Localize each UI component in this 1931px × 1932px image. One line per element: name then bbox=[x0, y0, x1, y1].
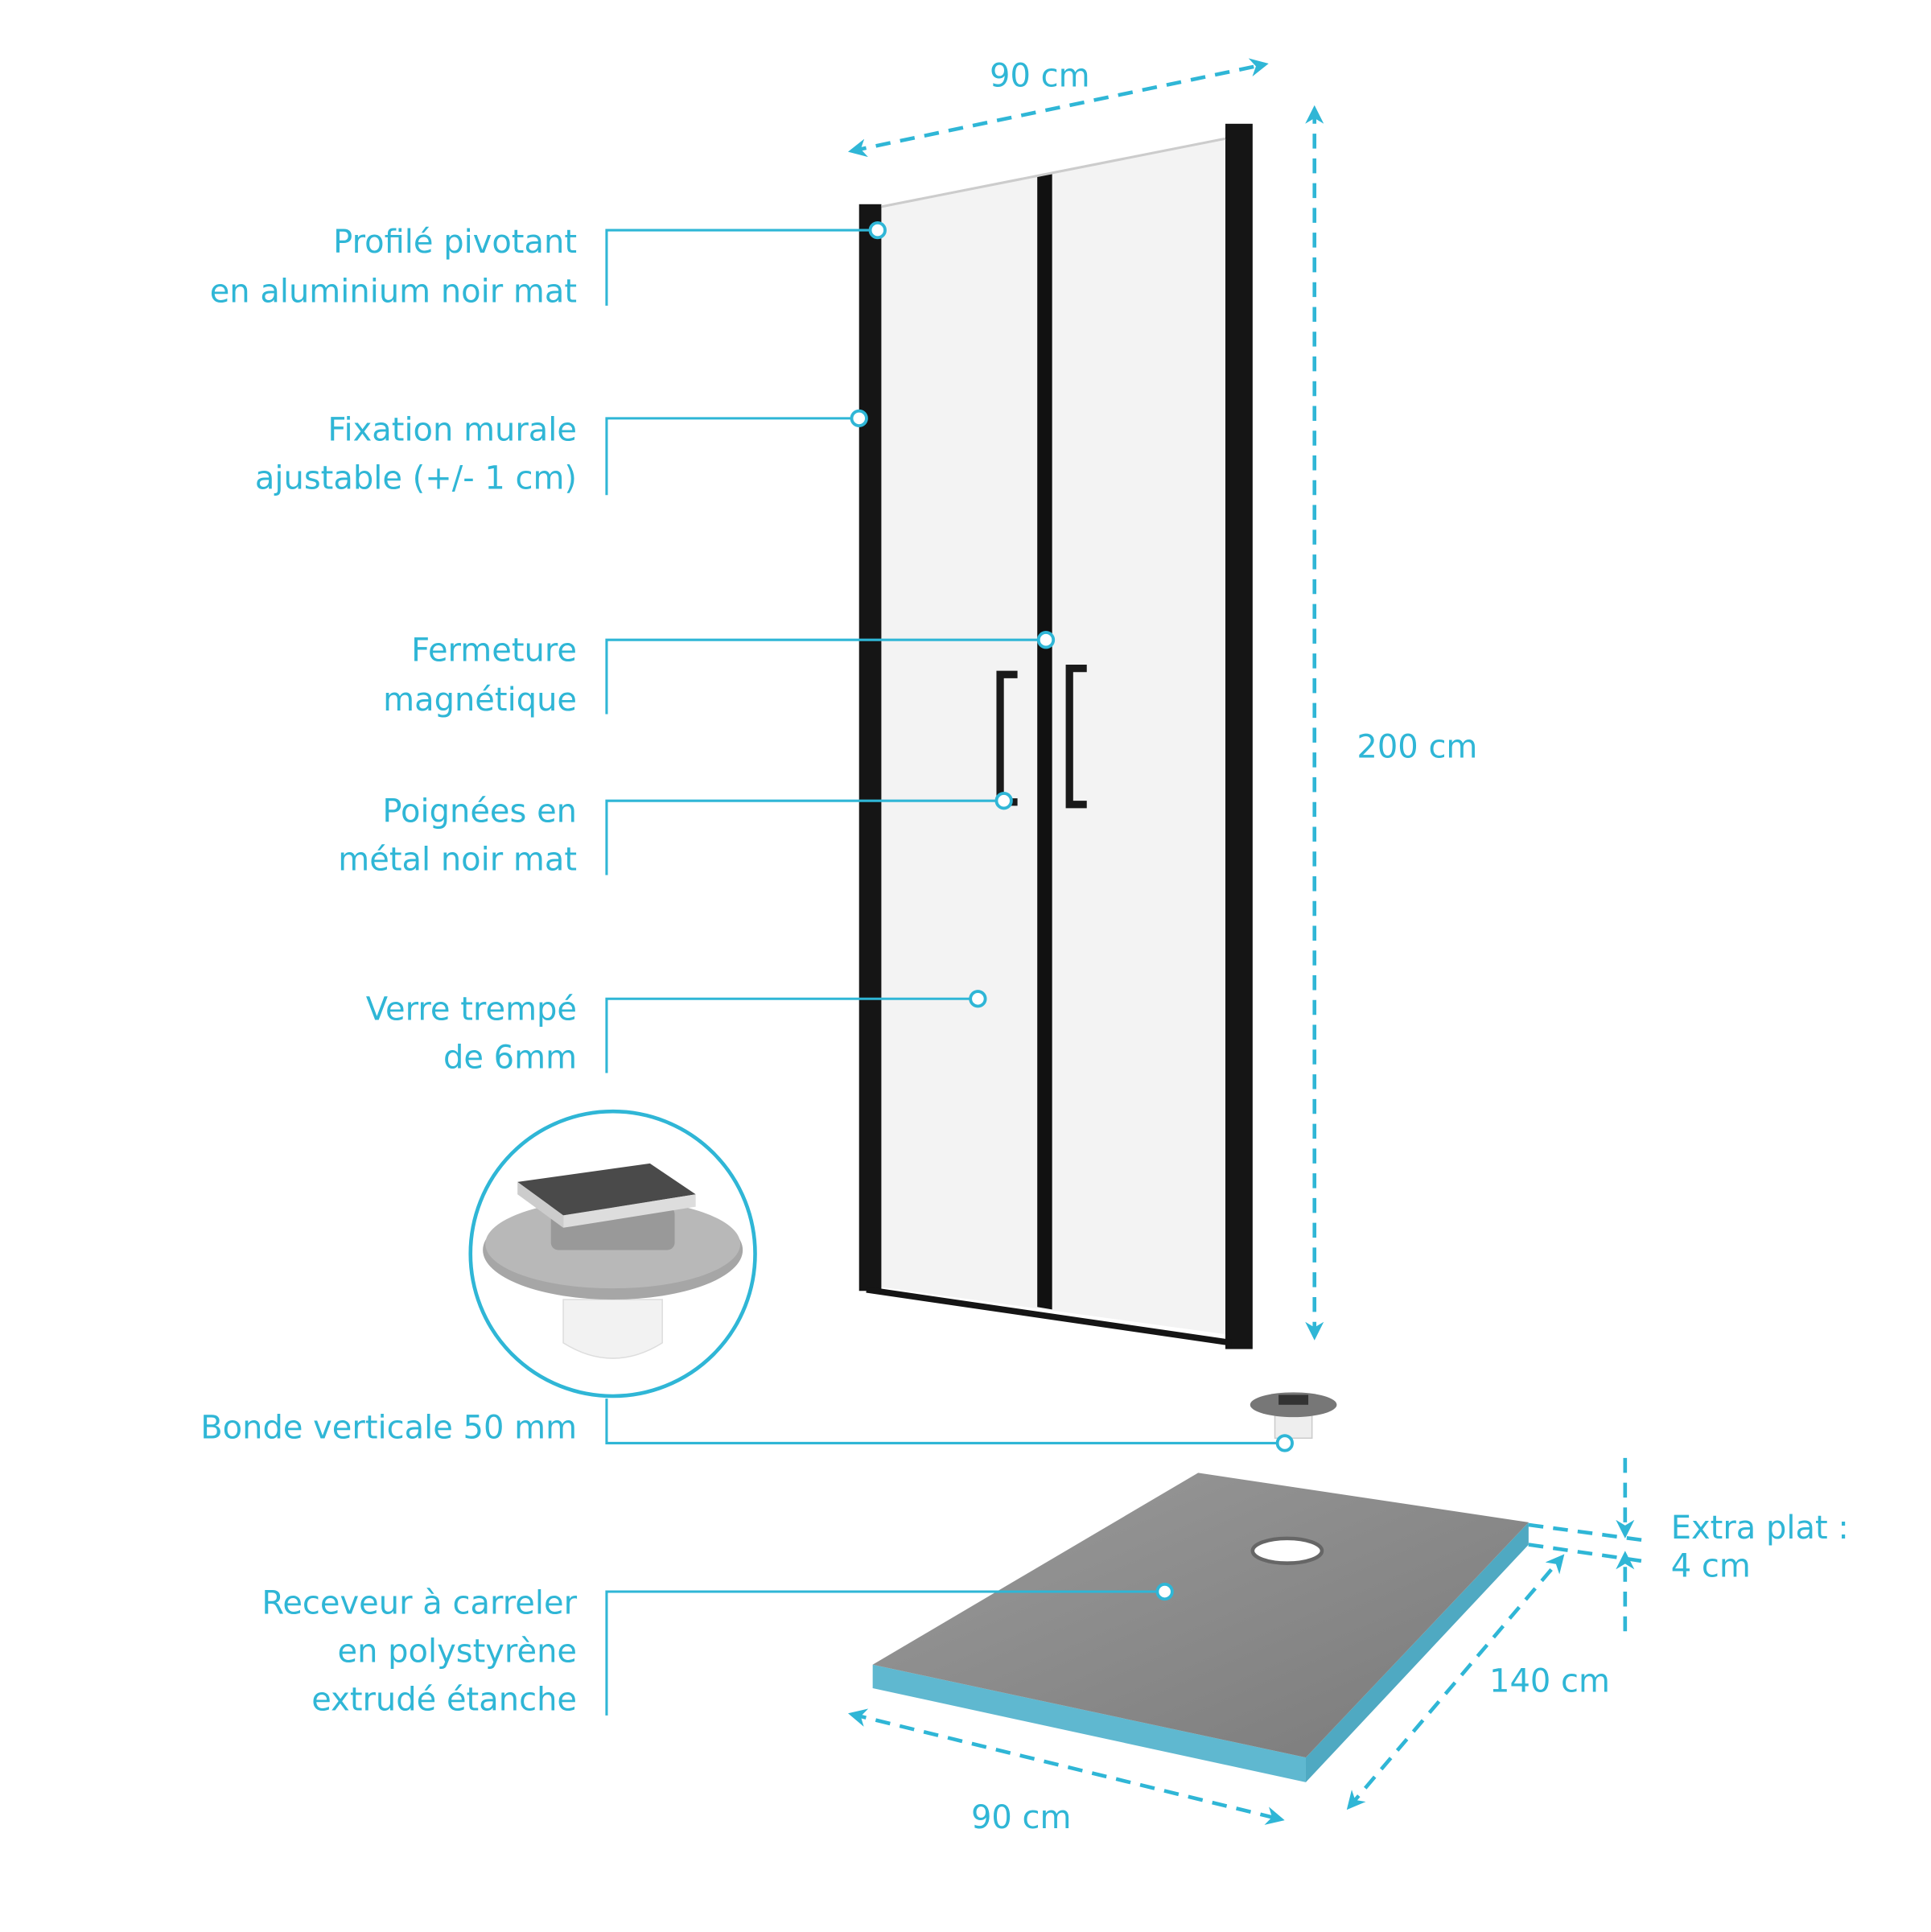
dimensions: 90 cm 200 cm 90 cm 140 cm Extra plat : 4… bbox=[847, 58, 1849, 1836]
callout-text: Fixation murale bbox=[327, 412, 577, 449]
door-height-label: 200 cm bbox=[1357, 728, 1477, 765]
glass-panel bbox=[881, 138, 1226, 1335]
callout-closure: Fermeture magnétique bbox=[383, 631, 1056, 719]
shower-tray bbox=[872, 1473, 1529, 1782]
thickness-label-2: 4 cm bbox=[1671, 1548, 1751, 1585]
center-profile bbox=[1037, 173, 1052, 1310]
callout-text: en polystyrène bbox=[337, 1633, 577, 1670]
tray-top bbox=[872, 1473, 1529, 1758]
callout-text: métal noir mat bbox=[338, 841, 577, 878]
callout-text: Fermeture bbox=[411, 632, 577, 669]
tray-width-label: 90 cm bbox=[971, 1799, 1072, 1836]
shower-door bbox=[858, 123, 1253, 1349]
callout-text: Bonde verticale 50 mm bbox=[200, 1409, 577, 1446]
callout-text: ajustable (+/- 1 cm) bbox=[255, 460, 577, 497]
tray-length-label: 140 cm bbox=[1489, 1663, 1610, 1700]
callout-text: extrudé étanche bbox=[311, 1682, 577, 1719]
right-handle bbox=[1065, 664, 1087, 809]
callout-drain: Bonde verticale 50 mm bbox=[200, 1399, 1294, 1452]
drain-small bbox=[1250, 1392, 1337, 1440]
callout-handles: Poignées en métal noir mat bbox=[338, 792, 1013, 878]
drain-zoom-circle bbox=[468, 1109, 757, 1399]
callout-text: Verre trempé bbox=[366, 991, 577, 1028]
callout-glass: Verre trempé de 6mm bbox=[366, 990, 987, 1076]
callout-text: en aluminium noir mat bbox=[210, 273, 577, 310]
callout-text: de 6mm bbox=[443, 1039, 577, 1076]
callout-profile: Profilé pivotant en aluminium noir mat bbox=[210, 220, 887, 310]
bottom-profile bbox=[866, 1286, 1233, 1346]
tray-drain-hole bbox=[1250, 1536, 1324, 1565]
callout-text: Poignées en bbox=[382, 793, 577, 830]
door-width-label: 90 cm bbox=[990, 58, 1090, 95]
thickness-label-1: Extra plat : bbox=[1671, 1510, 1849, 1547]
callout-wall-fixing: Fixation murale ajustable (+/- 1 cm) bbox=[255, 409, 868, 497]
callout-tray: Receveur à carreler en polystyrène extru… bbox=[261, 1582, 1174, 1719]
callout-text: magnétique bbox=[383, 682, 577, 719]
left-wall-profile bbox=[858, 204, 882, 1291]
right-wall-profile bbox=[1225, 123, 1253, 1349]
callout-text: Receveur à carreler bbox=[261, 1585, 577, 1622]
callout-text: Profilé pivotant bbox=[333, 224, 577, 261]
